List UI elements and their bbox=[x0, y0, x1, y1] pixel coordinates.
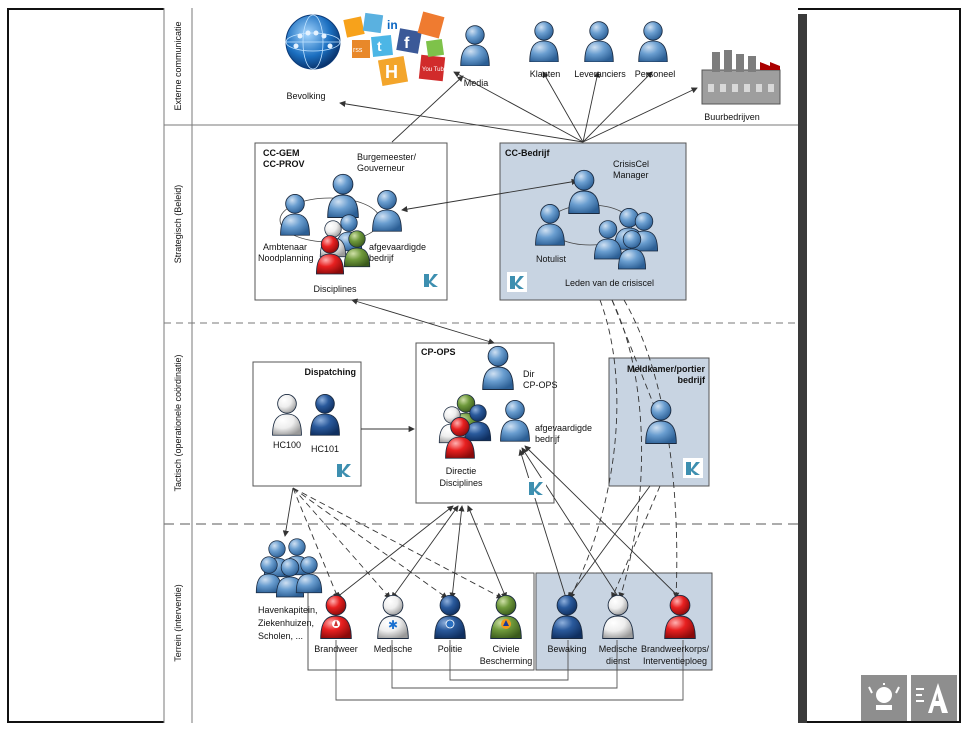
social-media-icon: in rss t f H You Tube bbox=[343, 11, 448, 87]
cc-gem-title: CC-GEM bbox=[263, 148, 300, 158]
haven-label-3: Scholen, ... bbox=[258, 631, 303, 641]
klanten-person-icon bbox=[529, 21, 559, 62]
ambtenaar-label: Ambtenaar bbox=[263, 242, 307, 252]
fire-icon bbox=[332, 620, 340, 628]
social-h: H bbox=[385, 62, 398, 82]
cc-bedrijf-box bbox=[499, 142, 687, 301]
haven-label-1: Havenkapitein, bbox=[258, 605, 318, 615]
firefighter-logo-icon bbox=[861, 675, 907, 721]
leden-label: Leden van de crisiscel bbox=[565, 278, 654, 288]
cp-ops-afgevaardigde-label-1: afgevaardigde bbox=[535, 423, 592, 433]
dir-label: Dir bbox=[523, 369, 535, 379]
lane-label-external: Externe communicatie bbox=[173, 21, 183, 110]
social-in: in bbox=[387, 18, 398, 32]
lane-label-terrain: Terrein (interventie) bbox=[173, 584, 183, 662]
cp-ops-afgevaardigde-label-2: bedrijf bbox=[535, 434, 560, 444]
directie-label: Directie bbox=[446, 466, 477, 476]
brandweerkorps-label-1: Brandweerkorps/ bbox=[641, 644, 710, 654]
page-shadow bbox=[798, 14, 807, 723]
noodplanning-label: Noodplanning bbox=[258, 253, 314, 263]
company-logo-icon bbox=[334, 460, 354, 480]
bevolking-label: Bevolking bbox=[286, 91, 325, 101]
social-youtube: You Tube bbox=[422, 67, 448, 73]
crisiscel-label: CrisisCel bbox=[613, 159, 649, 169]
civiele-label-1: Civiele bbox=[492, 644, 519, 654]
company-logo-icon bbox=[507, 272, 527, 292]
afgevaardigde-bedrijf-label-2: bedrijf bbox=[369, 253, 394, 263]
social-t: t bbox=[377, 38, 382, 54]
burgemeester-label: Burgemeester/ bbox=[357, 152, 417, 162]
media-label: Media bbox=[464, 78, 489, 88]
medische-dienst-label-1: Medische bbox=[599, 644, 638, 654]
cc-prov-title: CC-PROV bbox=[263, 159, 305, 169]
dispatching-title: Dispatching bbox=[304, 367, 356, 377]
cc-bedrijf-title: CC-Bedrijf bbox=[505, 148, 551, 158]
civiele-label-2: Bescherming bbox=[480, 656, 533, 666]
company-logo-icon bbox=[683, 458, 703, 478]
cross-icon: ✱ bbox=[388, 618, 398, 632]
brandweerkorps-label-2: Interventieploeg bbox=[643, 656, 707, 666]
letter-a-logo-icon bbox=[911, 675, 957, 721]
medische-label: Medische bbox=[374, 644, 413, 654]
civil-protection-icon bbox=[501, 619, 511, 629]
personeel-person-icon bbox=[638, 21, 668, 62]
meldkamer-title-1: Meldkamer/portier bbox=[627, 364, 706, 374]
factory-icon bbox=[701, 50, 781, 105]
lane-label-strategic: Strategisch (Beleid) bbox=[173, 185, 183, 264]
bewaking-label: Bewaking bbox=[547, 644, 586, 654]
haven-group-icon bbox=[255, 538, 323, 598]
globe-icon bbox=[285, 14, 341, 70]
bottom-links bbox=[335, 640, 684, 701]
cp-ops-title: CP-OPS bbox=[421, 347, 456, 357]
politie-label: Politie bbox=[438, 644, 463, 654]
afgevaardigde-bedrijf-label-1: afgevaardigde bbox=[369, 242, 426, 252]
gouverneur-label: Gouverneur bbox=[357, 163, 405, 173]
buurbedrijven-label: Buurbedrijven bbox=[704, 112, 760, 122]
cp-ops-dir-label: CP-OPS bbox=[523, 380, 558, 390]
police-badge-icon bbox=[445, 619, 455, 629]
hc100-label: HC100 bbox=[273, 440, 301, 450]
leveranciers-label: Leveranciers bbox=[574, 69, 626, 79]
publisher-logo bbox=[861, 675, 957, 721]
brandweer-label: Brandweer bbox=[314, 644, 358, 654]
meldkamer-title-2: bedrijf bbox=[677, 375, 706, 385]
manager-label: Manager bbox=[613, 170, 649, 180]
notulist-label: Notulist bbox=[536, 254, 567, 264]
media-person-icon bbox=[460, 25, 490, 66]
social-rss: rss bbox=[353, 47, 363, 54]
leveranciers-person-icon bbox=[584, 21, 614, 62]
lane-label-tactical: Tactisch (operationele coördinatie) bbox=[173, 354, 183, 491]
haven-label-2: Ziekenhuizen, bbox=[258, 618, 314, 628]
personeel-label: Personeel bbox=[635, 69, 676, 79]
company-logo-icon bbox=[526, 478, 546, 498]
company-logo-icon bbox=[421, 270, 441, 290]
klanten-label: Klanten bbox=[530, 69, 561, 79]
disciplines-label: Disciplines bbox=[313, 284, 357, 294]
solid-arrows bbox=[282, 71, 698, 599]
disciplines-cp-label: Disciplines bbox=[439, 478, 483, 488]
social-f: f bbox=[404, 35, 410, 52]
hc101-label: HC101 bbox=[311, 444, 339, 454]
medische-dienst-label-2: dienst bbox=[606, 656, 631, 666]
